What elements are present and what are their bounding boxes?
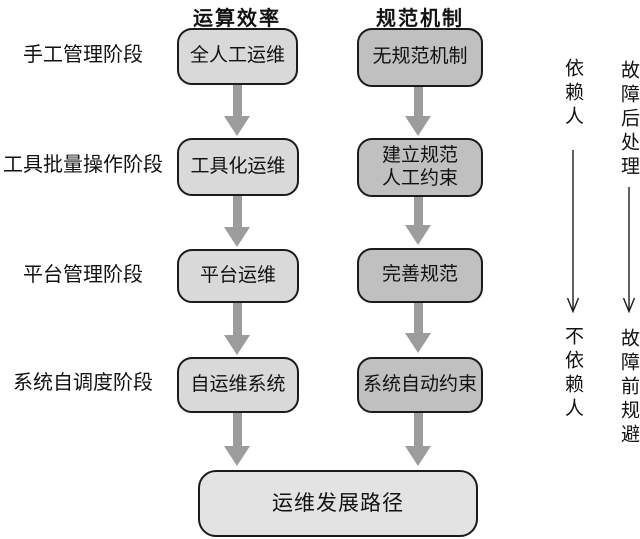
column-header-efficiency: 运算效率 — [193, 8, 281, 30]
thin-down-arrow-icon — [622, 187, 636, 313]
stage-label-manual: 手工管理阶段 — [23, 44, 143, 66]
mechanism-box-improve-standard: 完善规范 — [357, 248, 483, 303]
mechanism-box-auto-constraint: 系统自动约束 — [357, 357, 483, 413]
down-arrow-icon — [224, 303, 250, 355]
column-header-mechanism: 规范机制 — [376, 8, 464, 30]
annotation-no-depend-on-people: 不依赖人 — [562, 326, 583, 422]
down-arrow-icon — [405, 413, 431, 466]
result-box-ops-development-path: 运维发展路径 — [198, 470, 478, 537]
thin-down-arrow-icon — [566, 150, 580, 313]
down-arrow-icon — [224, 413, 250, 466]
down-arrow-icon — [224, 85, 250, 136]
annotation-pre-failure-avoidance: 故障前规避 — [618, 328, 639, 448]
mechanism-box-no-standard: 无规范机制 — [357, 28, 483, 87]
down-arrow-icon — [224, 196, 250, 247]
stage-label-self-scheduling: 系统自调度阶段 — [13, 372, 153, 394]
efficiency-box-manual-ops: 全人工运维 — [177, 28, 298, 85]
mechanism-box-establish-standard: 建立规范 人工约束 — [357, 138, 483, 197]
efficiency-box-self-ops-system: 自运维系统 — [177, 357, 299, 413]
annotation-post-failure-handling: 故障后处理 — [618, 60, 639, 180]
down-arrow-icon — [405, 197, 431, 245]
down-arrow-icon — [405, 87, 431, 136]
stage-label-platform: 平台管理阶段 — [23, 264, 143, 286]
annotation-depends-on-people: 依赖人 — [562, 58, 583, 130]
down-arrow-icon — [405, 303, 431, 353]
stage-label-tool-batch: 工具批量操作阶段 — [3, 154, 163, 176]
efficiency-box-tooled-ops: 工具化运维 — [177, 138, 299, 196]
efficiency-box-platform-ops: 平台运维 — [177, 249, 299, 303]
